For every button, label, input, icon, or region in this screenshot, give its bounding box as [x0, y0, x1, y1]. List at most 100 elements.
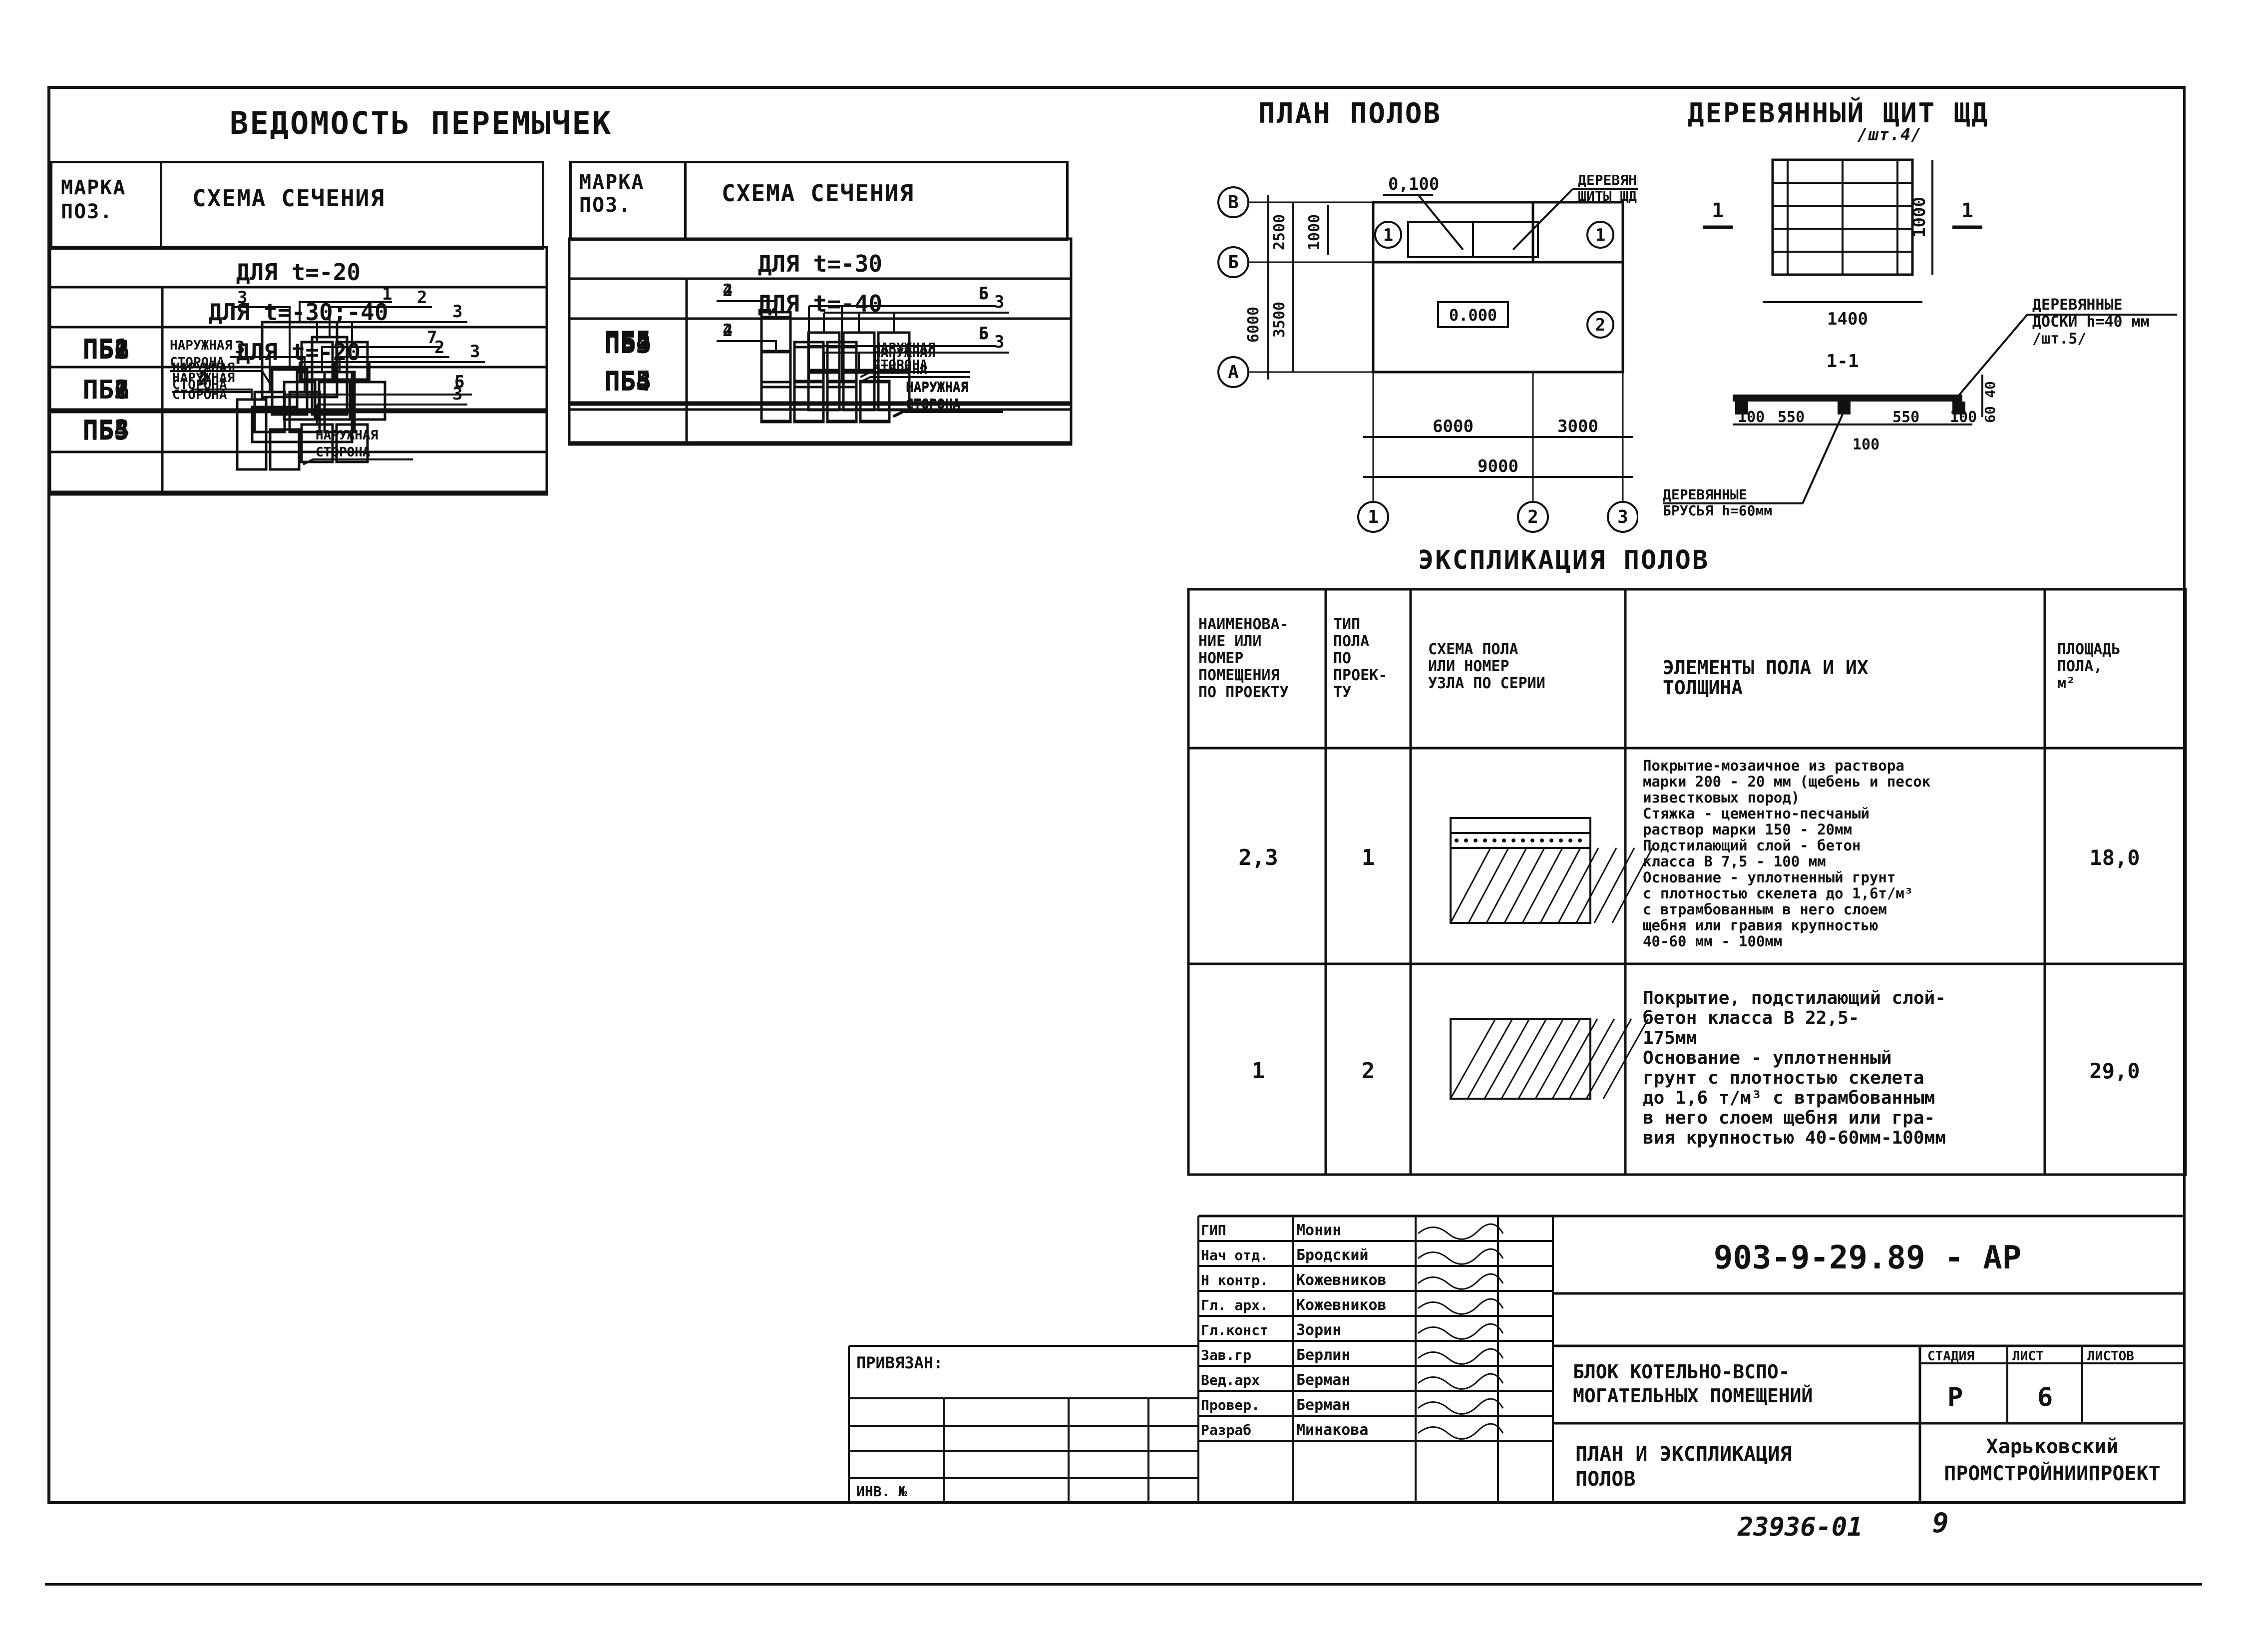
hatch-line — [1521, 847, 1563, 923]
expl-floor-type: 1 — [1362, 845, 1375, 870]
dim-40: 40 — [1982, 381, 1998, 398]
hatch-line — [1484, 1018, 1530, 1099]
grid-axis-circle — [1517, 501, 1549, 533]
room-tag-circle — [1374, 221, 1402, 249]
signature-scribble — [1418, 1273, 1504, 1290]
dim-6000: 6000 — [1433, 416, 1474, 436]
tb-role: Провер. — [1201, 1397, 1260, 1413]
lintel-mark: ПБ6 — [83, 375, 130, 405]
dim-2500: 2500 — [1271, 214, 1288, 250]
pos-number: 3 — [994, 332, 1004, 352]
pos-number: 7 — [427, 328, 437, 348]
lintel-mark: ПБ4 — [83, 415, 130, 445]
expl-room: 1 — [1252, 1058, 1265, 1084]
lintel-mark: ПБ3 — [605, 367, 652, 397]
expl-cell — [2043, 962, 2187, 1176]
building-outline — [1372, 201, 1624, 374]
shield-title: ДЕРЕВЯННЫЙ ЩИТ ЩД — [1688, 97, 1989, 129]
hatch-line — [1486, 847, 1527, 923]
lintel-mark: ПБ1 — [83, 375, 130, 405]
section-label: 1-1 — [1826, 351, 1859, 372]
right-col-mark-label: МАРКА ПОЗ. — [579, 171, 645, 217]
tb-attached-label: ПРИВЯЗАН: — [856, 1353, 943, 1372]
section-dim: 100 — [1950, 409, 1977, 426]
leader-line — [192, 389, 253, 400]
hatch-line — [1568, 1018, 1615, 1099]
signature-scribble — [1418, 1223, 1504, 1240]
signature-scribble — [1418, 1248, 1504, 1265]
section-dim: 550 — [1892, 409, 1919, 426]
lintel-mark: ПБ4 — [605, 367, 652, 397]
screed-dot — [1511, 838, 1515, 842]
pos-number: 6 — [979, 324, 989, 344]
outer-side-label: СТОРОНА — [316, 445, 371, 460]
tb-name: Кожевников — [1296, 1271, 1387, 1289]
screed-dot — [1521, 838, 1525, 842]
layer-concrete — [1450, 847, 1591, 924]
outer-side-label: НАРУЖНАЯ — [170, 338, 232, 353]
scheme-cell — [161, 366, 548, 496]
signature-scribble — [1418, 1373, 1504, 1390]
bottom-trim-line — [45, 1583, 2202, 1586]
outer-side-label: СТОРОНА — [906, 397, 961, 412]
pos-number: 5 — [979, 324, 989, 344]
signature-scribble — [1418, 1398, 1504, 1415]
outer-side-label: НАРУЖНАЯ — [172, 371, 235, 386]
tb-inv-label: ИНВ. № — [856, 1483, 907, 1500]
hatch-line — [1534, 1018, 1581, 1099]
screed-dot — [1493, 838, 1496, 842]
pos-number: 3 — [452, 384, 462, 404]
level-box — [1437, 301, 1509, 328]
grid-axis-label: 3 — [1617, 507, 1628, 527]
screed-dot — [1502, 838, 1506, 842]
expl-area: 18,0 — [2089, 845, 2140, 870]
leader-line — [1802, 414, 1844, 504]
signature-scribble — [1418, 1323, 1504, 1340]
tb-name: Берман — [1296, 1396, 1350, 1414]
tb-role: Разраб — [1201, 1422, 1251, 1438]
tb-name: Берман — [1296, 1371, 1350, 1389]
pos-number: 3 — [994, 292, 1004, 312]
right-col-scheme-label: СХЕМА СЕЧЕНИЯ — [722, 180, 915, 207]
layer-concrete — [1450, 1018, 1591, 1100]
dim-3000: 3000 — [1557, 416, 1598, 436]
screed-dot — [1578, 838, 1582, 842]
screed-dot — [1549, 838, 1553, 842]
pos-number: 1 — [382, 284, 392, 304]
leader-line — [1512, 188, 1574, 251]
screed-dot — [1483, 838, 1487, 842]
section-header-text: ДЛЯ t=-20 — [236, 259, 361, 286]
room-tag-circle — [1586, 311, 1614, 339]
dim-1400: 1400 — [1827, 309, 1868, 329]
pos-number: 2 — [723, 321, 733, 341]
hatch-line — [1468, 847, 1509, 923]
tb-sheet-value: 6 — [2037, 1382, 2053, 1412]
dim-9000: 9000 — [1478, 456, 1518, 476]
tb-role: Нач отд. — [1201, 1247, 1268, 1263]
expl-elements: Покрытие, подстилающий слой-бетон класса… — [1643, 988, 1946, 1148]
outer-side-label: СТОРОНА — [316, 445, 371, 460]
section-beam — [1952, 402, 1965, 414]
hatch-line — [1517, 1018, 1564, 1099]
pos-number: 2 — [723, 281, 733, 301]
outer-side-label: НАРУЖНАЯ — [906, 380, 968, 395]
pos-number: 2 — [198, 369, 208, 389]
archive-number: 23936-01 — [1738, 1512, 1863, 1542]
grid-axis-label: 1 — [1368, 507, 1379, 527]
tb-name: Кожевников — [1296, 1296, 1387, 1314]
leader-line — [321, 346, 442, 372]
grid-axis-circle — [1357, 501, 1389, 533]
level-main-text: 0.000 — [1449, 306, 1497, 325]
shield-subtitle: /шт.4/ — [1858, 125, 1922, 145]
tb-sheets-label: ЛИСТОВ — [2087, 1349, 2134, 1364]
room-tag: 1 — [1595, 225, 1605, 245]
